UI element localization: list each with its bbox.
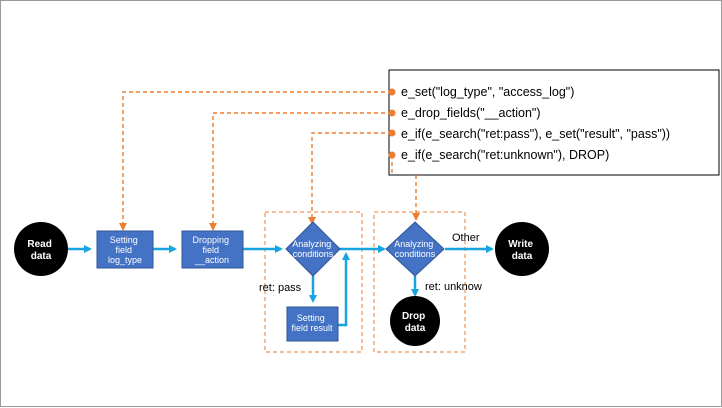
dashed-link-condition-1 [308,132,392,225]
analyzing-conditions-1-node [285,221,341,277]
setting-log-type-line-1: Setting [110,235,138,245]
analyzing-conditions-2-node [385,221,445,277]
setting-result-line-2: field result [291,323,333,333]
edge-label-ret-unknow: ret: unknow [425,281,482,293]
dropping-action-node [181,230,244,269]
code-panel [388,69,720,176]
write-data-node [495,222,549,276]
code-line-4: e_if(e_search("ret:unknown"), DROP) [401,148,609,162]
analyzing-2-line-1: Analyzing [394,239,433,249]
svg-text:Analyzing conditions: Analyzing conditions [394,239,436,259]
analyzing-1-line-1: Analyzing [292,239,331,249]
svg-text:Drop data: Drop data [402,311,428,334]
setting-log-type-node [96,230,154,269]
flow-result-up [338,252,350,327]
svg-text:Setting field result: Setting field result [291,313,333,333]
read-data-node [14,222,68,276]
svg-text:Setting field log_type: Setting field log_type [108,235,142,265]
dashed-link-action [209,112,392,231]
read-data-line-1: Read [27,239,51,250]
drop-data-line-1: Drop [402,311,425,322]
dropping-action-line-3: __action [194,255,229,265]
read-data-line-2: data [31,251,52,262]
setting-log-type-line-2: field [115,245,132,255]
code-line-2: e_drop_fields("__action") [401,106,541,120]
code-line-3: e_if(e_search("ret:pass"), e_set("result… [401,127,670,141]
setting-result-line-1: Setting [297,313,325,323]
bullet-dot-2 [388,109,396,117]
edge-label-ret-pass: ret: pass [259,282,302,294]
dropping-action-line-2: field [202,245,219,255]
drop-data-node [390,296,440,346]
analyzing-1-line-2: conditions [293,249,334,259]
svg-text:Read data: Read data [27,239,54,262]
dropping-action-line-1: Dropping [192,235,229,245]
edge-label-other: Other [452,232,480,244]
svg-text:Dropping field __actio: Dropping field __action [192,235,231,265]
write-data-line-2: data [512,251,533,262]
setting-result-node [286,306,339,342]
bullet-dot-4 [388,151,396,159]
bullet-dot-3 [388,129,396,137]
dashed-link-log-type [119,91,392,231]
write-data-line-1: Write [508,239,533,250]
analyzing-2-line-2: conditions [395,249,436,259]
setting-log-type-line-3: log_type [108,255,142,265]
svg-text:Analyzing conditions: Analyzing conditions [292,239,334,259]
svg-text:Write data: Write data [508,239,536,262]
drop-data-line-2: data [405,323,426,334]
code-line-1: e_set("log_type", "access_log") [401,85,574,99]
bullet-dot-1 [388,88,396,96]
